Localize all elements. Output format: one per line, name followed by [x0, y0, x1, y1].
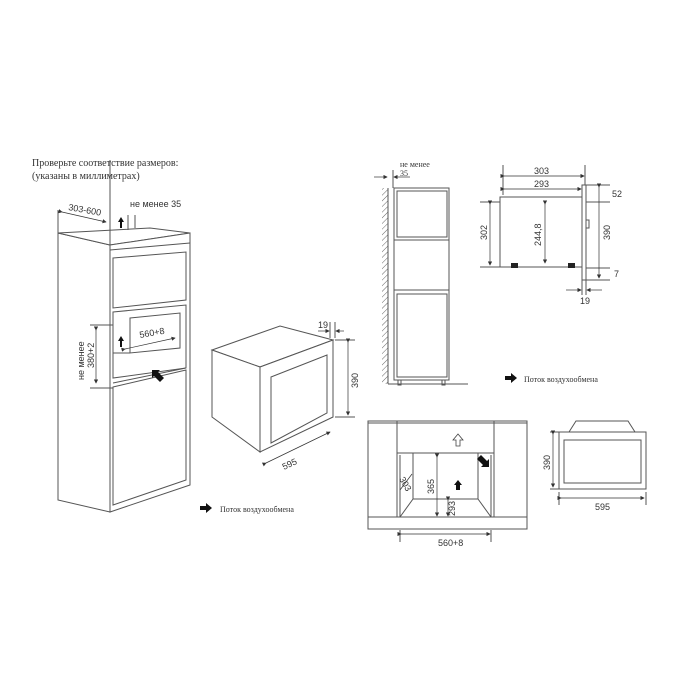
width-label: 595	[595, 502, 610, 512]
depth-total-label: 303	[534, 166, 549, 176]
title-line-1: Проверьте соответствие размеров:	[32, 158, 178, 169]
top-offset-label: 52	[612, 189, 622, 199]
depth-body-label: 293	[534, 179, 549, 189]
side-profile-view: 303 293 302 244,8 390 52 7 19	[479, 165, 622, 306]
airflow-arrow-icon	[454, 480, 462, 490]
cabinet-perspective: 303-600 не менее 35 560+8 не менее 380+2	[57, 160, 191, 513]
airflow-arrow-icon	[118, 217, 124, 228]
niche-height-label: 380+2	[86, 343, 96, 368]
title-line-2: (указаны в миллиметрах)	[32, 171, 140, 182]
gap-value: 35	[400, 169, 408, 178]
depth-label: 303-600	[68, 202, 102, 218]
body-height-label: 302	[479, 225, 489, 240]
niche-top-view: 303 365 293 560+8	[367, 420, 528, 548]
height-label: 390	[542, 455, 552, 470]
front-height-label: 390	[602, 225, 612, 240]
niche-height-prefix: не менее	[76, 341, 86, 380]
inner-height-label: 244,8	[533, 223, 543, 246]
niche-width-label: 560+8	[139, 326, 166, 340]
airflow-arrow-icon	[477, 455, 489, 467]
appliance-front-view: 390 595	[542, 420, 647, 512]
frame-label: 19	[580, 296, 590, 306]
appliance-perspective: 19 390 595	[210, 320, 360, 472]
airflow-arrow-icon	[152, 370, 164, 382]
bottom-offset-label: 7	[614, 269, 619, 279]
airflow-outline-arrow-icon	[452, 433, 464, 447]
airflow-legend-label: Поток воздухообмена	[220, 505, 294, 514]
gap-prefix: не менее	[400, 160, 430, 169]
side-wall-view: не менее 35	[374, 160, 468, 386]
height-label: 390	[350, 373, 360, 388]
gap-label: не менее 35	[130, 199, 181, 209]
height-label: 365	[426, 479, 436, 494]
width-label: 595	[281, 456, 299, 471]
airflow-legend-label: Поток воздухообмена	[524, 375, 598, 384]
airflow-legend-icon	[200, 503, 212, 513]
frame-label: 19	[318, 320, 328, 330]
base-label: 293	[447, 501, 457, 516]
airflow-legend-icon	[505, 373, 517, 383]
width-label: 560+8	[438, 538, 463, 548]
